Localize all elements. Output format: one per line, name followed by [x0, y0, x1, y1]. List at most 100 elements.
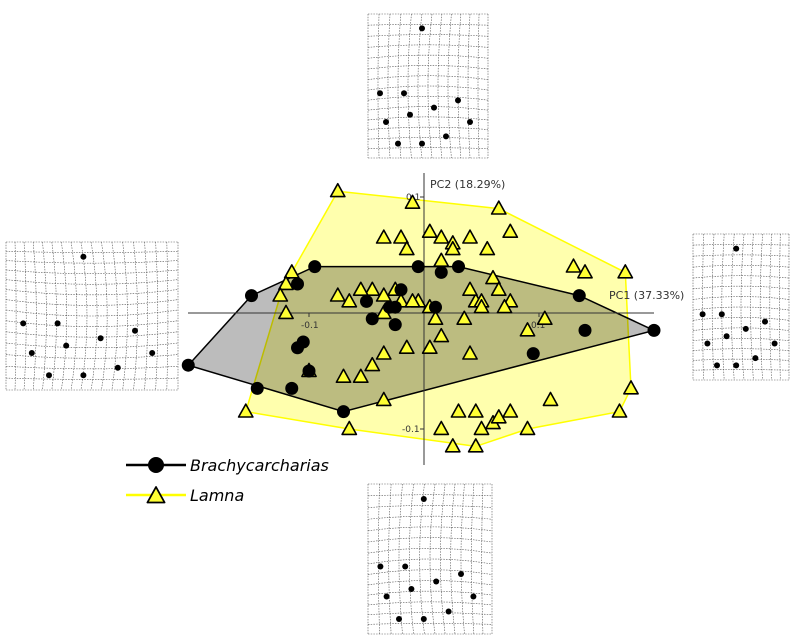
landmark-dot	[733, 362, 740, 369]
axes: PC1 (37.33%) PC2 (18.29%)	[188, 173, 684, 465]
brachycarcharias-point	[388, 300, 402, 314]
grid-line	[5, 365, 179, 370]
lamna-point	[485, 269, 501, 285]
pc1-axis-label: PC1 (37.33%)	[609, 289, 684, 302]
lamna-point	[433, 327, 450, 343]
landmark-dot	[443, 133, 449, 140]
lamna-point	[421, 223, 438, 238]
brachycarcharias-point	[308, 260, 322, 274]
grid-line	[5, 250, 179, 253]
grid-line	[367, 54, 489, 59]
grid-line	[5, 299, 179, 306]
brachycarcharias-point	[434, 265, 448, 279]
lamna-point	[462, 229, 478, 244]
grid-line	[367, 75, 489, 80]
lamna-point	[341, 420, 358, 436]
landmark-dot	[402, 563, 409, 570]
lamna-point	[502, 223, 519, 238]
grid-line	[378, 483, 380, 635]
landmark-dot	[419, 140, 425, 147]
grid-line	[122, 241, 128, 391]
grid-line	[711, 233, 715, 381]
grid-line	[387, 13, 391, 159]
grid-line	[166, 241, 169, 391]
landmark-dot	[408, 586, 415, 592]
grid-line	[367, 106, 489, 111]
grid-line	[731, 233, 735, 381]
landmark-dot	[149, 350, 156, 356]
lamna-point	[473, 420, 490, 436]
lamna-point	[617, 264, 634, 279]
lamna-point	[462, 345, 478, 360]
lamna-point	[467, 403, 484, 418]
landmark-dot	[396, 616, 402, 622]
grid-line	[450, 483, 456, 635]
grid-line	[5, 260, 179, 264]
lamna-point	[450, 403, 467, 418]
deformation-grid-top	[367, 13, 489, 159]
brachycarcharias-point	[388, 318, 402, 332]
grid-line	[5, 289, 179, 296]
grid-line	[23, 241, 27, 391]
brachycarcharias-point	[181, 358, 195, 372]
legend-marker-brachycarcharias	[148, 457, 164, 473]
grid-line	[692, 296, 790, 300]
landmark-dot	[445, 608, 452, 615]
deformation-grid-left	[5, 241, 179, 391]
lamna-point	[623, 380, 639, 395]
lamna-point	[462, 281, 478, 297]
brachycarcharias-point	[291, 341, 304, 355]
grid-line	[447, 13, 452, 159]
legend-label-lamna: Lamna	[190, 486, 244, 505]
lamna-point	[496, 298, 513, 314]
brachycarcharias-point	[250, 381, 264, 395]
lamna-point	[278, 275, 294, 291]
landmark-dot	[20, 320, 27, 327]
lamna-point	[490, 281, 507, 297]
grid-line	[367, 547, 493, 554]
brachycarcharias-point	[572, 289, 586, 303]
y-tick-label: -0.1	[402, 425, 420, 435]
brachycarcharias-point	[337, 405, 350, 419]
grid-line	[5, 309, 179, 317]
lamna-point	[433, 229, 450, 244]
lamna-point	[490, 409, 507, 424]
landmark-dot	[46, 372, 52, 379]
landmark-dot	[420, 496, 427, 502]
grid-line	[702, 233, 704, 381]
landmark-dot	[431, 104, 437, 111]
lamna-point	[502, 403, 519, 418]
grid-line	[457, 13, 462, 159]
grid-line	[471, 483, 475, 635]
grid-line	[692, 254, 790, 257]
grid-line	[429, 483, 436, 635]
grid-line	[367, 65, 489, 70]
lamna-point	[444, 240, 461, 256]
lamna-point	[364, 356, 381, 372]
grid-line	[14, 241, 17, 391]
grid-line	[397, 13, 402, 159]
lamna-point	[479, 240, 496, 256]
grid-line	[42, 241, 47, 391]
landmark-dot	[714, 362, 720, 369]
grid-line	[367, 137, 489, 140]
landmark-dot	[54, 320, 61, 327]
lamna-point	[421, 339, 438, 355]
lamna-point	[542, 391, 559, 407]
grid-line	[398, 483, 403, 635]
grid-line	[144, 241, 148, 391]
grid-line	[367, 622, 493, 625]
grid-line	[367, 34, 489, 37]
brachycarcharias-point	[429, 300, 442, 314]
lamna-point	[467, 438, 484, 453]
lamna-point	[329, 287, 346, 302]
brachycarcharias-point	[245, 289, 258, 303]
landmark-dot	[742, 325, 749, 332]
grid-line	[367, 612, 493, 616]
grid-line	[692, 306, 790, 311]
grid-line	[367, 580, 493, 586]
grid-line	[367, 116, 489, 121]
lamna-point	[456, 310, 473, 326]
grid-line	[61, 241, 67, 391]
grid-line	[367, 590, 493, 596]
